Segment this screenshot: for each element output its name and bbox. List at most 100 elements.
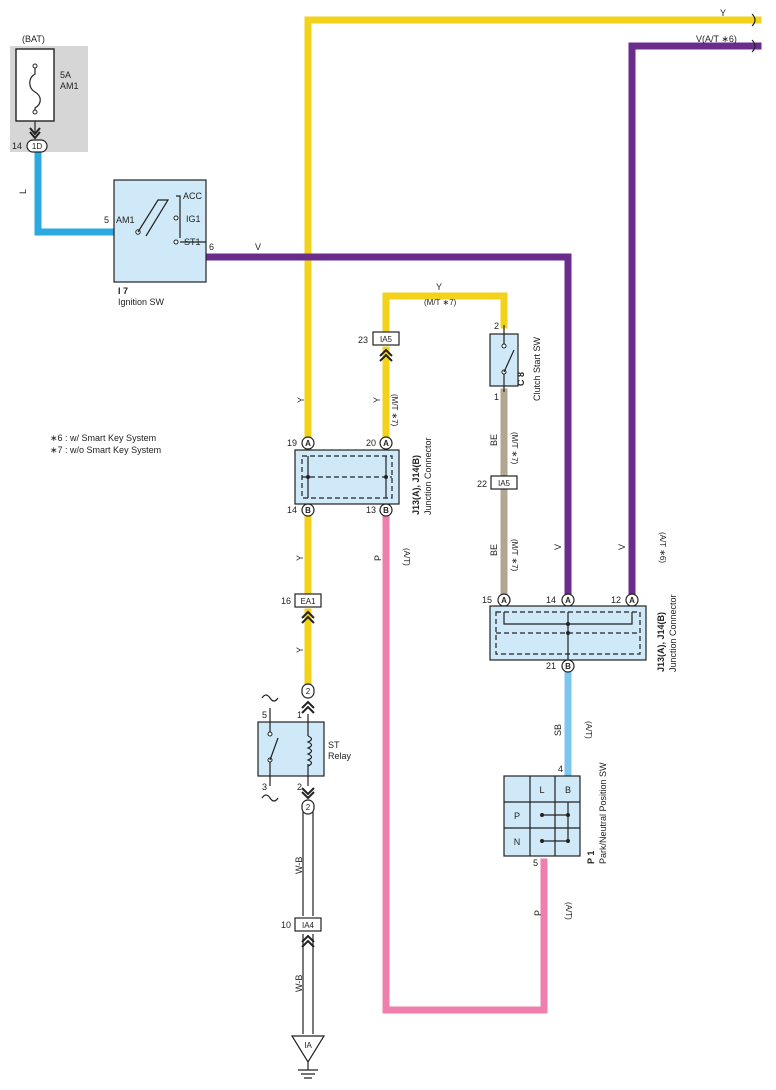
relay-box <box>257 721 325 777</box>
wire-violet-st1 <box>202 253 572 600</box>
label-at6: (A/T ∗6) <box>658 532 667 563</box>
pin-st1: 6 <box>209 242 214 252</box>
ia4-pin: 10 <box>281 920 291 930</box>
label-v-3: V <box>617 544 627 550</box>
st1-label: ST1 <box>184 237 201 247</box>
fuse-connector: 1D <box>32 142 42 151</box>
connector-ia5-top: IA5 23 <box>358 331 400 362</box>
label-be-2: BE <box>489 544 499 556</box>
wire-violet-at <box>628 42 762 600</box>
ia5-top-name: IA5 <box>380 335 393 344</box>
label-sb: SB <box>553 724 563 736</box>
pin-b-letter: B <box>565 662 571 671</box>
acc-label: ACC <box>183 191 203 201</box>
jc-lower-pin15: 15 <box>482 595 492 605</box>
connector-oval <box>26 139 48 153</box>
ia5-mid-name: IA5 <box>498 479 511 488</box>
label-at-1: (A/T) <box>402 548 411 566</box>
junction-connector-upper: A A B B 19 20 14 13 J13(A), J14(B) Junct… <box>287 436 433 517</box>
label-mt7-4: (M/T ∗7) <box>510 539 519 572</box>
relay-pin2: 2 <box>297 782 302 792</box>
connector-arrow-icon <box>301 934 315 948</box>
wire-blue-am1 <box>34 151 118 236</box>
pin-am1: 5 <box>104 215 109 225</box>
pin-a-letter: A <box>305 439 311 448</box>
jc-upper-pin14: 14 <box>287 505 297 515</box>
wire-pink-at <box>382 512 548 1014</box>
label-mt7-1: (M/T ∗7) <box>390 394 399 427</box>
ea1-name: EA1 <box>300 597 316 606</box>
clutch-name: Clutch Start SW <box>532 336 542 401</box>
top-y-label: Y <box>720 8 726 18</box>
jc-lower-code: J13(A), J14(B) <box>656 612 666 672</box>
junction-connector-lower: A A A B 15 14 12 21 J13(A), J14(B) Junct… <box>482 593 678 673</box>
label-mt7-2: (M/T ∗7) <box>424 298 457 307</box>
jc-lower-name: Junction Connector <box>668 594 678 672</box>
connector-ia5-mid: IA5 22 <box>477 475 518 490</box>
pnp-pin5: 5 <box>533 858 538 868</box>
label-mt7-3: (M/T ∗7) <box>510 432 519 465</box>
ignition-name: Ignition SW <box>118 297 165 307</box>
jc-upper-name: Junction Connector <box>423 437 433 515</box>
ground-ia: IA <box>290 1035 326 1079</box>
wire-yellow-main <box>304 16 762 452</box>
note-7: ∗7 : w/o Smart Key System <box>50 445 161 455</box>
label-v-2: V <box>553 544 563 550</box>
ea1-pin: 16 <box>281 596 291 606</box>
fuse-pin: 14 <box>12 141 22 151</box>
bat-label: (BAT) <box>22 34 45 44</box>
pin-a-letter: A <box>629 596 635 605</box>
am1-label: AM1 <box>116 215 135 225</box>
relay-name1: ST <box>328 740 340 750</box>
label-y-1: Y <box>296 397 306 403</box>
connector-arrow-icon <box>301 610 315 624</box>
pnp-code: P 1 <box>586 851 596 864</box>
ground-triangle-icon <box>290 1035 326 1064</box>
connector-ia4: IA4 10 <box>281 917 322 948</box>
park-neutral-switch: L B P N 4 5 P 1 Park/Neutral Position SW <box>503 762 608 868</box>
fuse-am1: (BAT) 5A AM1 14 1D <box>10 34 88 153</box>
label-at-2: (A/T) <box>584 721 593 739</box>
note-6: ∗6 : w/ Smart Key System <box>50 433 156 443</box>
fuse-amp: 5A <box>60 70 71 80</box>
wire-yellow-mt <box>382 292 508 334</box>
fuse-icon <box>29 66 41 112</box>
label-p-2: P <box>533 910 543 916</box>
ground-name: IA <box>304 1041 312 1050</box>
relay-conn-top: 2 <box>306 687 311 696</box>
ig1-label: IG1 <box>186 214 201 224</box>
label-v-st1: V <box>255 242 261 252</box>
pnp-l: L <box>539 785 544 795</box>
jc-lower-pin14: 14 <box>546 595 556 605</box>
ground-symbol-icon <box>298 1062 318 1079</box>
fuse-name: AM1 <box>60 81 79 91</box>
clutch-pin1: 1 <box>494 392 499 402</box>
ignition-switch-lever-icon <box>137 199 170 237</box>
wire-white-black <box>302 812 314 1034</box>
jc-lower-pin21: 21 <box>546 661 556 671</box>
clutch-code: C 8 <box>516 372 526 386</box>
label-be-1: BE <box>489 434 499 446</box>
top-v-label: V(A/T ∗6) <box>696 34 737 44</box>
connector-arrow-icon <box>301 700 315 714</box>
jc-lower-pin12: 12 <box>611 595 621 605</box>
ignition-code: I 7 <box>118 286 128 296</box>
wire-continuation-icon <box>751 13 756 53</box>
label-l: L <box>18 189 28 194</box>
pin-a-letter: A <box>501 596 507 605</box>
label-wb-1: W-B <box>294 857 304 874</box>
ia5-top-pin: 23 <box>358 335 368 345</box>
label-y-4: Y <box>295 647 305 653</box>
pnp-b: B <box>565 785 571 795</box>
pin-a-letter: A <box>383 439 389 448</box>
pnp-pin4: 4 <box>558 764 563 774</box>
ignition-switch: ACC IG1 ST1 AM1 5 6 I 7 Ignition SW <box>104 179 214 307</box>
ignition-box <box>113 179 207 283</box>
pnp-n: N <box>514 837 521 847</box>
label-y-3: Y <box>295 555 305 561</box>
relay-name2: Relay <box>328 751 352 761</box>
st-relay: 2 5 3 1 2 ST Relay 2 <box>257 683 352 815</box>
label-wb-2: W-B <box>294 975 304 992</box>
